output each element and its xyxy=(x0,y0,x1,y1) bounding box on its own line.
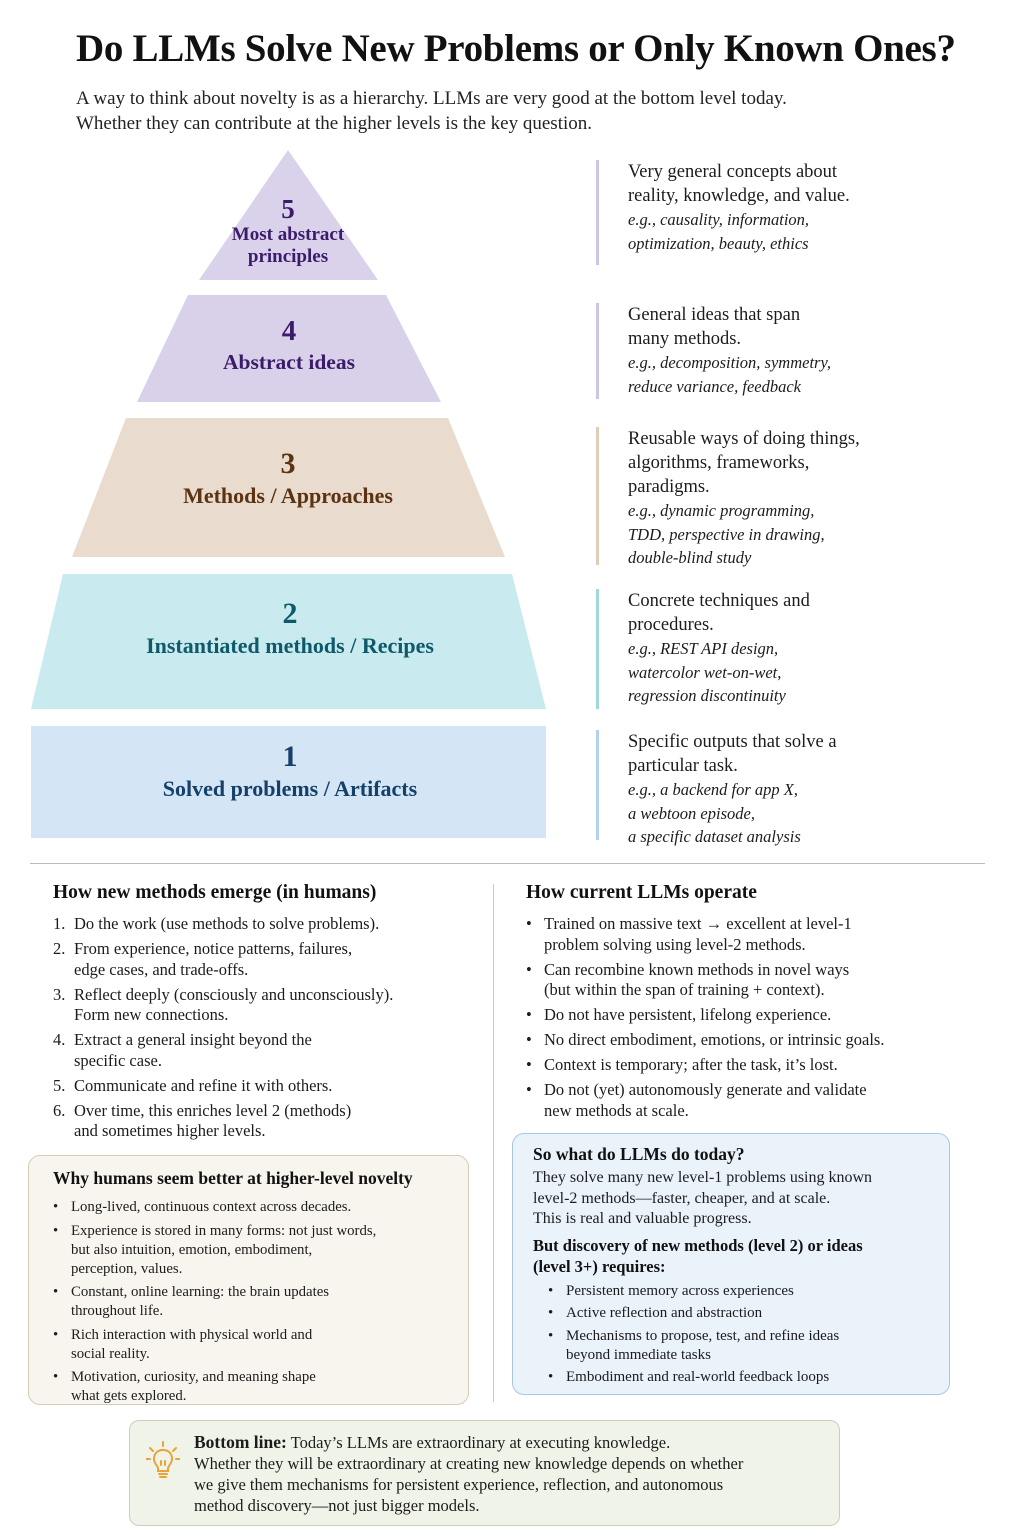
tier-3-text: 3 Methods / Approaches xyxy=(88,446,488,510)
subtitle-line-2: Whether they can contribute at the highe… xyxy=(76,113,592,134)
tier-2-example-line-1: e.g., REST API design, xyxy=(628,639,779,658)
tier-4-number: 4 xyxy=(281,315,297,347)
tier-5-example-line-2: optimization, beauty, ethics xyxy=(628,233,809,253)
tier-4-description: General ideas that span many methods. e.… xyxy=(596,303,996,399)
llms-section-title: How current LLMs operate xyxy=(526,882,757,903)
tier-4-example-line-2: reduce variance, feedback xyxy=(628,376,802,396)
tier-5-text: 5 Most abstract principles xyxy=(188,194,388,268)
tier-3-desc-line-3: paradigms. xyxy=(628,477,710,497)
list-item: 6.Over time, this enriches level 2 (meth… xyxy=(53,1100,352,1141)
why-humans-box: Why humans seem better at higher-level n… xyxy=(28,1155,469,1405)
tier-3-description: Reusable ways of doing things, algorithm… xyxy=(596,427,996,567)
why-box-list: Long-lived, continuous context across de… xyxy=(53,1198,463,1406)
tier-3-example-line-2: TDD, perspective in drawing, xyxy=(628,524,825,544)
tier-5-number: 5 xyxy=(281,194,295,224)
why-box-title: Why humans seem better at higher-level n… xyxy=(53,1168,413,1188)
bottom-line-text: Bottom line: Today’s LLMs are extraordin… xyxy=(194,1432,744,1515)
tier-4-desc-line-1: General ideas that span xyxy=(628,305,801,325)
tier-3-number: 3 xyxy=(280,447,296,480)
llm-box-list: Persistent memory across experiences Act… xyxy=(548,1282,943,1388)
humans-section: How new methods emerge (in humans) 1.Do … xyxy=(53,882,483,1146)
humans-section-title: How new methods emerge (in humans) xyxy=(53,882,377,903)
tier-2-desc-line-1: Concrete techniques and xyxy=(628,591,810,611)
tier-1-example-line-1: e.g., a backend for app X, xyxy=(628,780,799,799)
tier-4-text: 4 Abstract ideas xyxy=(139,314,439,376)
llms-list: Trained on massive text → excellent at l… xyxy=(526,914,996,1121)
list-item: Mechanisms to propose, test, and refine … xyxy=(548,1327,943,1365)
llm-box-paragraph: They solve many new level-1 problems usi… xyxy=(533,1169,873,1227)
list-item: Can recombine known methods in novel way… xyxy=(526,960,996,1001)
tier-5-description: Very general concepts about reality, kno… xyxy=(596,160,996,265)
tier-5-desc-line-1: Very general concepts about xyxy=(628,162,838,182)
tier-2-label: Instantiated methods / Recipes xyxy=(146,633,434,658)
llm-box-title: So what do LLMs do today? xyxy=(533,1144,745,1164)
list-item: Long-lived, continuous context across de… xyxy=(53,1198,463,1217)
pyramid-tier-1 xyxy=(31,726,546,838)
pyramid-tier-3 xyxy=(72,418,505,557)
list-item: Active reflection and abstraction xyxy=(548,1304,943,1323)
llm-box-requirements-heading: But discovery of new methods (level 2) o… xyxy=(533,1235,863,1276)
column-divider xyxy=(493,884,494,1402)
list-item: Persistent memory across experiences xyxy=(548,1282,943,1301)
list-item: Rich interaction with physical world and… xyxy=(53,1326,463,1364)
list-item: Constant, online learning: the brain upd… xyxy=(53,1283,463,1321)
tier-3-example-line-1: e.g., dynamic programming, xyxy=(628,501,815,520)
pyramid-diagram xyxy=(31,150,546,838)
tier-2-text: 2 Instantiated methods / Recipes xyxy=(40,597,540,661)
tier-2-desc-line-2: procedures. xyxy=(628,615,714,635)
tier-5-label-line-1: Most abstract xyxy=(231,224,345,245)
tier-1-desc-line-1: Specific outputs that solve a xyxy=(628,732,837,752)
tier-4-label: Abstract ideas xyxy=(223,350,355,374)
tier-2-number: 2 xyxy=(282,597,298,630)
page-title: Do LLMs Solve New Problems or Only Known… xyxy=(76,27,956,70)
tier-1-example-line-2: a webtoon episode, xyxy=(628,803,755,823)
bottom-line-box: Bottom line: Today’s LLMs are extraordin… xyxy=(129,1420,840,1526)
pyramid-tier-2 xyxy=(31,574,546,709)
list-item: Context is temporary; after the task, it… xyxy=(526,1055,996,1076)
tier-2-example-line-3: regression discontinuity xyxy=(628,686,786,705)
humans-steps-list: 1.Do the work (use methods to solve prob… xyxy=(53,914,483,1142)
tier-3-label: Methods / Approaches xyxy=(183,483,393,508)
list-item: No direct embodiment, emotions, or intri… xyxy=(526,1030,996,1051)
tier-5-label-line-2: principles xyxy=(247,246,329,267)
tier-1-label: Solved problems / Artifacts xyxy=(162,776,418,801)
pyramid-tier-4 xyxy=(137,295,441,402)
list-item: 5.Communicate and refine it with others. xyxy=(53,1075,333,1095)
llms-section: How current LLMs operate Trained on mass… xyxy=(526,882,996,1126)
tier-2-description: Concrete techniques and procedures. e.g.… xyxy=(596,589,996,709)
list-item: 1.Do the work (use methods to solve prob… xyxy=(53,914,380,933)
tier-5-example-line-1: e.g., causality, information, xyxy=(628,210,810,229)
list-item: Experience is stored in many forms: not … xyxy=(53,1222,463,1279)
tier-3-desc-line-2: algorithms, frameworks, xyxy=(628,453,810,473)
tier-5-desc-line-2: reality, knowledge, and value. xyxy=(628,186,850,206)
tier-4-desc-line-2: many methods. xyxy=(628,329,742,349)
list-item: Motivation, curiosity, and meaning shape… xyxy=(53,1368,463,1406)
list-item: 2.From experience, notice patterns, fail… xyxy=(53,939,353,979)
subtitle-line-1: A way to think about novelty is as a hie… xyxy=(76,88,787,109)
list-item: Do not have persistent, lifelong experie… xyxy=(526,1005,996,1026)
pyramid-tier-5 xyxy=(199,150,378,280)
list-item: Do not (yet) autonomously generate and v… xyxy=(526,1080,996,1121)
lightbulb-icon xyxy=(146,1441,180,1478)
tier-2-example-line-2: watercolor wet-on-wet, xyxy=(628,662,782,682)
tier-1-number: 1 xyxy=(282,740,298,773)
tier-1-desc-line-2: particular task. xyxy=(628,756,738,776)
list-item: Embodiment and real-world feedback loops xyxy=(548,1368,943,1387)
llms-today-box: So what do LLMs do today? They solve man… xyxy=(512,1133,950,1395)
tier-1-text: 1 Solved problems / Artifacts xyxy=(40,740,540,804)
tier-3-example-line-3: double-blind study xyxy=(628,548,752,567)
tier-3-desc-line-1: Reusable ways of doing things, xyxy=(628,429,860,449)
tier-1-example-line-3: a specific dataset analysis xyxy=(628,827,801,846)
tier-1-description: Specific outputs that solve a particular… xyxy=(596,730,996,846)
list-item: Trained on massive text → excellent at l… xyxy=(526,914,996,955)
bottom-line-label: Bottom line: xyxy=(194,1432,287,1452)
section-divider xyxy=(30,863,985,864)
tier-4-example-line-1: e.g., decomposition, symmetry, xyxy=(628,353,832,372)
list-item: 3.Reflect deeply (consciously and uncons… xyxy=(53,984,394,1025)
